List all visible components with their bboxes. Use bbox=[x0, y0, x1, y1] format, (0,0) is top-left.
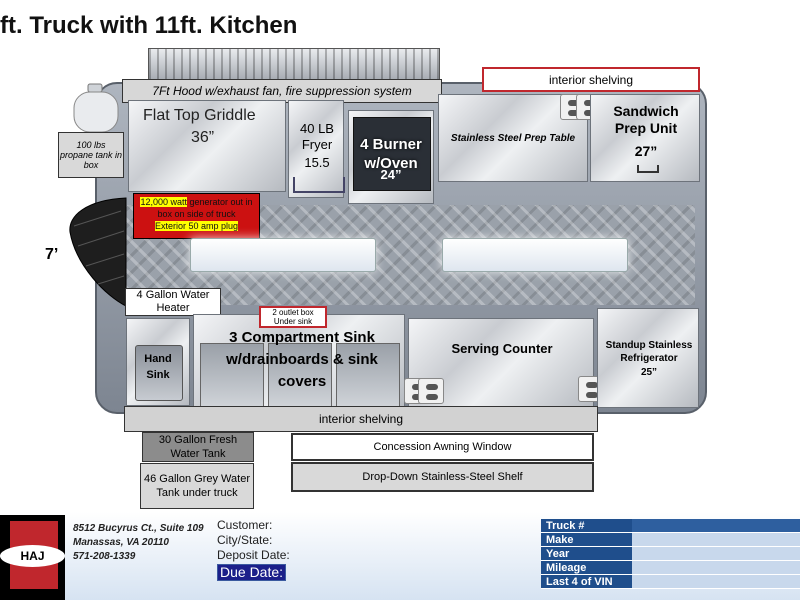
info-label-make: Make bbox=[541, 533, 632, 547]
serving-counter-label: Serving Counter bbox=[451, 341, 553, 356]
interior-shelving-bottom: interior shelving bbox=[124, 406, 598, 432]
generator-plug: Exterior 50 amp plug bbox=[154, 221, 239, 231]
address-line: 8512 Bucyrus Ct., Suite 109 bbox=[73, 523, 204, 534]
three-compartment-sink: 3 Compartment Sink w/drainboards & sink … bbox=[193, 314, 405, 410]
four-burner-oven: 4 Burner w/Oven 24” bbox=[348, 110, 434, 204]
customer-fields: Customer: City/State: Deposit Date: Due … bbox=[217, 518, 290, 581]
rear-door-shape bbox=[69, 197, 127, 307]
generator-text: generator out in box on side of truck bbox=[157, 197, 253, 219]
fryer-size: 15.5 bbox=[304, 155, 330, 170]
generator-info: 12,000 watt generator out in box on side… bbox=[133, 193, 260, 239]
exhaust-hood bbox=[148, 48, 440, 80]
generator-wattage: 12,000 watt bbox=[140, 197, 187, 207]
fryer-name: 40 LB Fryer bbox=[300, 121, 334, 152]
grey-water-tank: 46 Gallon Grey Water Tank under truck bbox=[140, 463, 254, 509]
hand-sink-label: Hand Sink bbox=[144, 353, 172, 381]
sandwich-size: 27” bbox=[634, 143, 658, 159]
address-line: Manassas, VA 20110 bbox=[73, 537, 169, 548]
outlet-icon bbox=[418, 378, 444, 404]
burner-name: 4 Burner w/Oven bbox=[360, 136, 422, 172]
hood-label: 7Ft Hood w/exhaust fan, fire suppression… bbox=[122, 79, 442, 103]
ceiling-light bbox=[190, 238, 376, 272]
hand-sink: Hand Sink bbox=[126, 318, 190, 406]
sandwich-name: Sandwich Prep Unit bbox=[613, 103, 679, 136]
standup-refrigerator: Standup Stainless Refrigerator 25” bbox=[597, 308, 699, 408]
propane-tank-label: 100 lbs propane tank in box bbox=[58, 132, 124, 178]
ceiling-light bbox=[442, 238, 628, 272]
city-state-label: City/State: bbox=[217, 533, 273, 547]
burner-size: 24” bbox=[380, 167, 402, 182]
truck-info-table: Truck # Make Year Mileage Last 4 of VIN bbox=[541, 519, 800, 589]
fridge-size: 25” bbox=[640, 367, 658, 378]
deposit-date-label: Deposit Date: bbox=[217, 548, 290, 562]
water-heater-label: 4 Gallon Water Heater bbox=[125, 288, 221, 316]
info-value[interactable] bbox=[632, 575, 800, 589]
due-date-label: Due Date: bbox=[217, 564, 287, 581]
company-logo: HAJ bbox=[0, 515, 65, 600]
concession-awning-window: Concession Awning Window bbox=[291, 433, 594, 461]
fresh-water-tank: 30 Gallon Fresh Water Tank bbox=[142, 432, 254, 462]
customer-label: Customer: bbox=[217, 518, 273, 532]
griddle-size: 36” bbox=[191, 129, 215, 146]
page-title: ft. Truck with 11ft. Kitchen bbox=[0, 12, 298, 39]
outlet-box-label: 2 outlet box Under sink bbox=[259, 306, 327, 328]
info-value[interactable] bbox=[632, 519, 800, 533]
info-label-vin: Last 4 of VIN bbox=[541, 575, 632, 589]
width-dimension-label: 7’ bbox=[45, 246, 59, 263]
propane-tank-icon bbox=[73, 83, 119, 133]
fryer: 40 LB Fryer 15.5 bbox=[288, 100, 345, 198]
info-label-year: Year bbox=[541, 547, 632, 561]
fridge-name: Standup Stainless Refrigerator bbox=[605, 340, 693, 364]
comp-sink-label: 3 Compartment Sink w/drainboards & sink … bbox=[226, 329, 378, 390]
griddle-name: Flat Top Griddle bbox=[143, 107, 256, 124]
drop-down-shelf: Drop-Down Stainless-Steel Shelf bbox=[291, 462, 594, 492]
info-value[interactable] bbox=[632, 533, 800, 547]
sandwich-prep-unit: Sandwich Prep Unit 27” bbox=[590, 94, 700, 182]
company-address: 8512 Bucyrus Ct., Suite 109 Manassas, VA… bbox=[73, 522, 204, 564]
info-label-mileage: Mileage bbox=[541, 561, 632, 575]
logo-text: HAJ bbox=[20, 549, 45, 563]
info-value[interactable] bbox=[632, 547, 800, 561]
info-label-truck: Truck # bbox=[541, 519, 632, 533]
info-value[interactable] bbox=[632, 561, 800, 575]
phone-number: 571-208-1339 bbox=[73, 551, 136, 562]
interior-shelving-top: interior shelving bbox=[482, 67, 700, 92]
flat-top-griddle: Flat Top Griddle 36” bbox=[128, 100, 286, 192]
